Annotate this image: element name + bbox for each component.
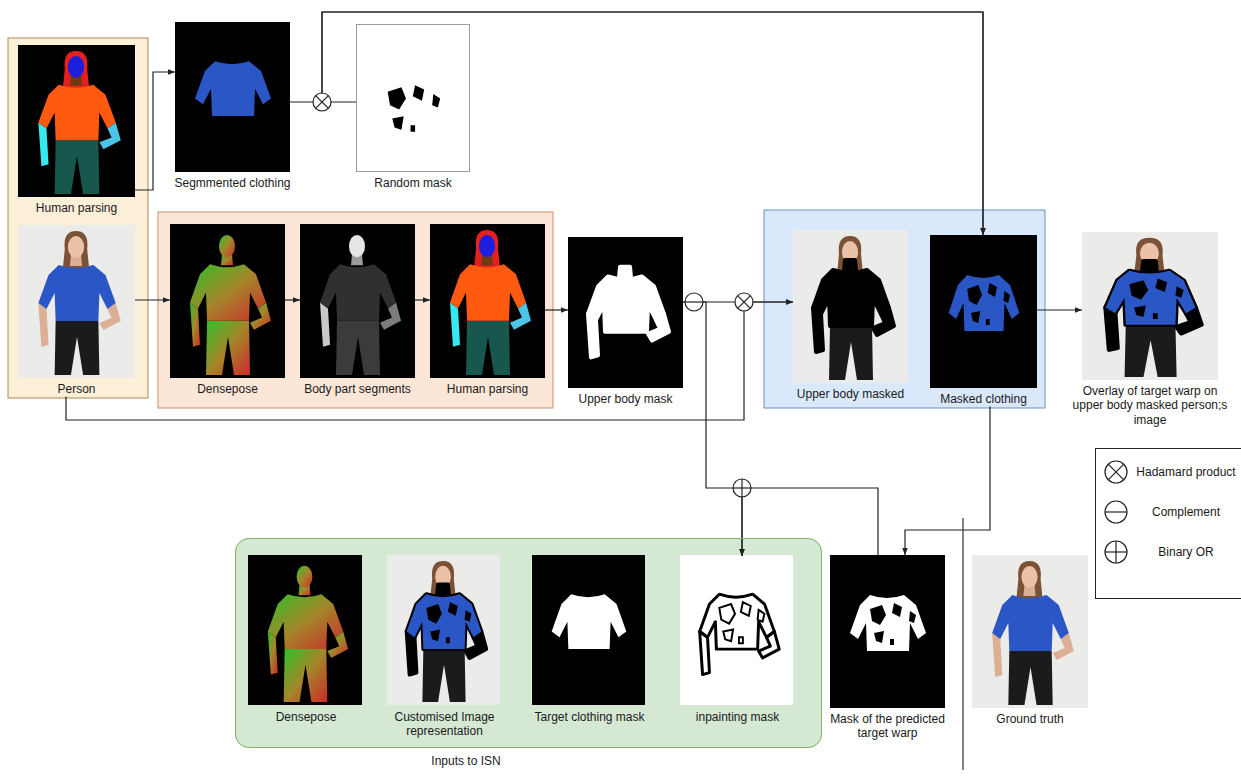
image-caption: Human parsing: [418, 382, 557, 396]
image-caption: Segmmented clothing: [163, 176, 302, 190]
image-node: Target clothing mask: [533, 556, 646, 724]
connector: [135, 299, 170, 300]
image-caption: Person: [6, 382, 147, 396]
legend-item: Complement: [1133, 495, 1239, 529]
legend-item: Hadamard product: [1133, 455, 1239, 489]
legend-label: Hadamard product: [1136, 465, 1235, 479]
image-node: Body part segments: [300, 224, 415, 396]
connector: [290, 12, 983, 235]
image-node: Densepose: [170, 224, 285, 396]
connector: [1037, 309, 1082, 310]
image-caption: Target clothing mask: [521, 710, 658, 724]
image-caption: Random mask: [344, 176, 482, 190]
image-node: Ground truth: [972, 555, 1088, 726]
image-caption: Upper body masked: [781, 387, 920, 401]
image-caption: Body part segments: [288, 382, 427, 396]
image-node: Human parsing: [18, 45, 135, 215]
image-caption: Human parsing: [6, 201, 147, 215]
image-node: Mask of the predicted target warp: [830, 555, 945, 741]
image-caption: Customised Image representation: [376, 710, 513, 739]
panel-caption: Inputs to ISN: [386, 754, 546, 768]
image-caption: Densepose: [158, 382, 297, 396]
connector: [415, 299, 430, 300]
legend-item: Binary OR: [1133, 535, 1239, 569]
image-node: Segmmented clothing: [175, 22, 290, 190]
image-node: Densepose: [249, 556, 363, 724]
legend-label: Binary OR: [1158, 545, 1213, 559]
legend-label: Complement: [1152, 505, 1220, 519]
connector: [322, 12, 983, 235]
image-caption: Densepose: [237, 710, 375, 724]
image-node: Upper body masked: [793, 230, 908, 401]
image-caption: inpainting mask: [669, 710, 806, 724]
image-node: Overlay of target warp on upper body mas…: [1082, 232, 1218, 427]
image-caption: Mask of the predicted target warp: [818, 712, 957, 741]
connector: [545, 309, 568, 310]
connector: [66, 302, 793, 420]
connector: [742, 488, 878, 556]
connector: [905, 406, 990, 555]
image-node: Human parsing: [430, 224, 545, 396]
image-caption: Ground truth: [960, 712, 1100, 726]
connector: [285, 299, 300, 300]
image-caption: Overlay of target warp on upper body mas…: [1070, 384, 1230, 427]
image-node: Customised Image representation: [388, 556, 501, 739]
image-caption: Upper body mask: [556, 392, 695, 406]
image-caption: Masked clothing: [918, 392, 1049, 406]
image-node: inpainting mask: [681, 556, 794, 724]
connector: [683, 302, 742, 556]
input-panel: Inputs to ISNDenseposeCustomised Image r…: [235, 538, 822, 748]
connector: [135, 72, 175, 190]
image-node: Upper body mask: [568, 237, 683, 406]
image-node: Random mask: [356, 24, 470, 190]
image-node: Person: [18, 225, 135, 396]
image-node: Masked clothing: [930, 235, 1037, 406]
